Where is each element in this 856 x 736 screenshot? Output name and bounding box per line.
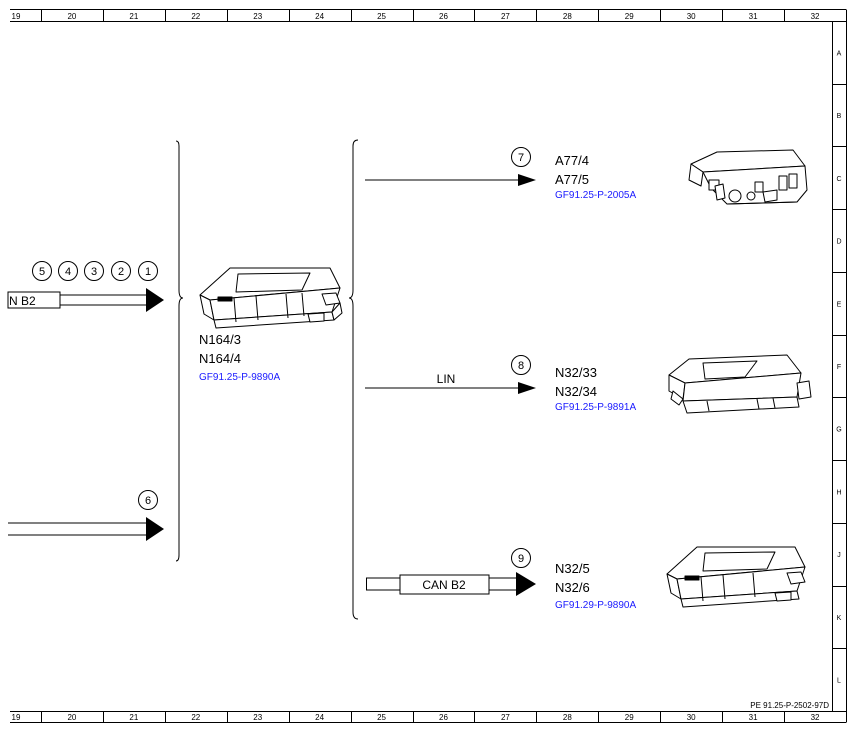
bus-label-box bbox=[399, 574, 490, 595]
column-label: 32 bbox=[811, 713, 820, 722]
column-label: 19 bbox=[12, 713, 21, 722]
column-label: 29 bbox=[625, 713, 634, 722]
output-3-line2: N32/6 bbox=[555, 580, 590, 595]
row-label: D bbox=[836, 239, 841, 246]
arrow-head-icon bbox=[146, 288, 164, 312]
column-label: 26 bbox=[439, 713, 448, 722]
column-label: 25 bbox=[377, 713, 386, 722]
bubble-1: 1 bbox=[145, 266, 151, 278]
column-label: 24 bbox=[315, 12, 324, 21]
column-label: 19 bbox=[12, 12, 21, 21]
bubble-circle bbox=[32, 261, 52, 281]
output-line-2: 8 bbox=[365, 355, 536, 394]
bubble-6: 6 bbox=[145, 495, 151, 507]
drawing-frame bbox=[10, 9, 847, 723]
column-label: 20 bbox=[67, 713, 76, 722]
output-3-line1: N32/5 bbox=[555, 561, 590, 576]
center-module-line2: N164/4 bbox=[199, 351, 241, 366]
column-label: 21 bbox=[129, 713, 138, 722]
input-bus-upper: N B2 bbox=[7, 288, 164, 312]
bubble-8: 8 bbox=[518, 360, 524, 372]
row-label: A bbox=[837, 50, 842, 57]
column-label: 25 bbox=[377, 12, 386, 21]
input-bus-lower: 6 bbox=[8, 490, 164, 541]
bubble-4: 4 bbox=[65, 266, 71, 278]
column-label: 30 bbox=[687, 12, 696, 21]
arrow-head-icon bbox=[518, 382, 536, 394]
column-label: 20 bbox=[67, 12, 76, 21]
row-label: J bbox=[837, 552, 841, 559]
column-label: 27 bbox=[501, 713, 510, 722]
output-1-ref: GF91.25-P-2005A bbox=[555, 190, 636, 201]
arrow-head-icon bbox=[518, 174, 536, 186]
row-label: H bbox=[836, 489, 841, 496]
bubble-circle bbox=[111, 261, 131, 281]
bubble-9: 9 bbox=[518, 553, 524, 565]
right-brace bbox=[348, 139, 359, 620]
row-label: K bbox=[837, 615, 842, 622]
bubble-group-upper: 5 4 3 2 1 bbox=[32, 261, 158, 281]
output-line-1: 7 bbox=[365, 147, 536, 186]
column-label: 22 bbox=[191, 713, 200, 722]
column-label: 23 bbox=[253, 12, 262, 21]
bubble-2: 2 bbox=[118, 266, 124, 278]
module-n164-icon bbox=[199, 267, 343, 329]
bubble-3: 3 bbox=[91, 266, 97, 278]
row-label: F bbox=[837, 364, 841, 371]
bubble-circle bbox=[84, 261, 104, 281]
column-label: 32 bbox=[811, 12, 820, 21]
column-label: 23 bbox=[253, 713, 262, 722]
output-3-ref: GF91.29-P-9890A bbox=[555, 600, 636, 611]
input-bus-label: N B2 bbox=[9, 294, 36, 308]
column-label: 21 bbox=[129, 12, 138, 21]
arrow-head-icon bbox=[146, 517, 164, 541]
bubble-circle bbox=[58, 261, 78, 281]
output-2-bus-label: LIN bbox=[437, 372, 456, 386]
row-label: B bbox=[837, 113, 842, 120]
column-label: 26 bbox=[439, 12, 448, 21]
output-1-line1: A77/4 bbox=[555, 153, 589, 168]
output-3-bus-label: CAN B2 bbox=[422, 578, 466, 592]
bubble-circle bbox=[138, 261, 158, 281]
row-label: L bbox=[837, 678, 841, 685]
output-2-line1: N32/33 bbox=[555, 365, 597, 380]
column-label: 22 bbox=[191, 12, 200, 21]
column-label: 31 bbox=[749, 12, 758, 21]
left-brace bbox=[175, 140, 184, 562]
column-label: 29 bbox=[625, 12, 634, 21]
bubble-5: 5 bbox=[39, 266, 45, 278]
column-labels-bottom: 19 20 21 22 23 24 25 26 27 28 29 30 31 32 bbox=[12, 713, 820, 722]
column-label: 28 bbox=[563, 12, 572, 21]
column-label: 28 bbox=[563, 713, 572, 722]
column-label: 27 bbox=[501, 12, 510, 21]
bus-label-box bbox=[7, 291, 61, 309]
column-label: 30 bbox=[687, 713, 696, 722]
output-2-ref: GF91.25-P-9891A bbox=[555, 402, 636, 413]
row-label: E bbox=[837, 301, 842, 308]
module-a77-icon bbox=[688, 149, 808, 205]
module-n32-5-icon bbox=[666, 546, 806, 608]
row-label: G bbox=[836, 427, 841, 434]
drawing-number: PE 91.25-P-2502-97D bbox=[750, 701, 829, 710]
bubble-7: 7 bbox=[518, 152, 524, 164]
arrow-head-icon bbox=[516, 572, 536, 596]
output-2-line2: N32/34 bbox=[555, 384, 597, 399]
output-line-3: 9 bbox=[366, 548, 536, 596]
column-label: 31 bbox=[749, 713, 758, 722]
column-labels-top: 19 20 21 22 23 24 25 26 27 28 29 30 31 32 bbox=[12, 12, 820, 21]
column-label: 24 bbox=[315, 713, 324, 722]
center-module-line1: N164/3 bbox=[199, 332, 241, 347]
bubble-circle bbox=[511, 147, 531, 167]
row-dividers bbox=[832, 84, 846, 649]
bubble-circle bbox=[511, 355, 531, 375]
module-n32-33-icon bbox=[668, 354, 812, 414]
row-label: C bbox=[836, 176, 841, 183]
column-dividers bbox=[41, 9, 785, 722]
output-1-line2: A77/5 bbox=[555, 172, 589, 187]
bubble-circle bbox=[511, 548, 531, 568]
center-module-ref: GF91.25-P-9890A bbox=[199, 372, 280, 383]
row-labels: A B C D E F G H J K L bbox=[836, 50, 841, 684]
bubble-circle bbox=[138, 490, 158, 510]
